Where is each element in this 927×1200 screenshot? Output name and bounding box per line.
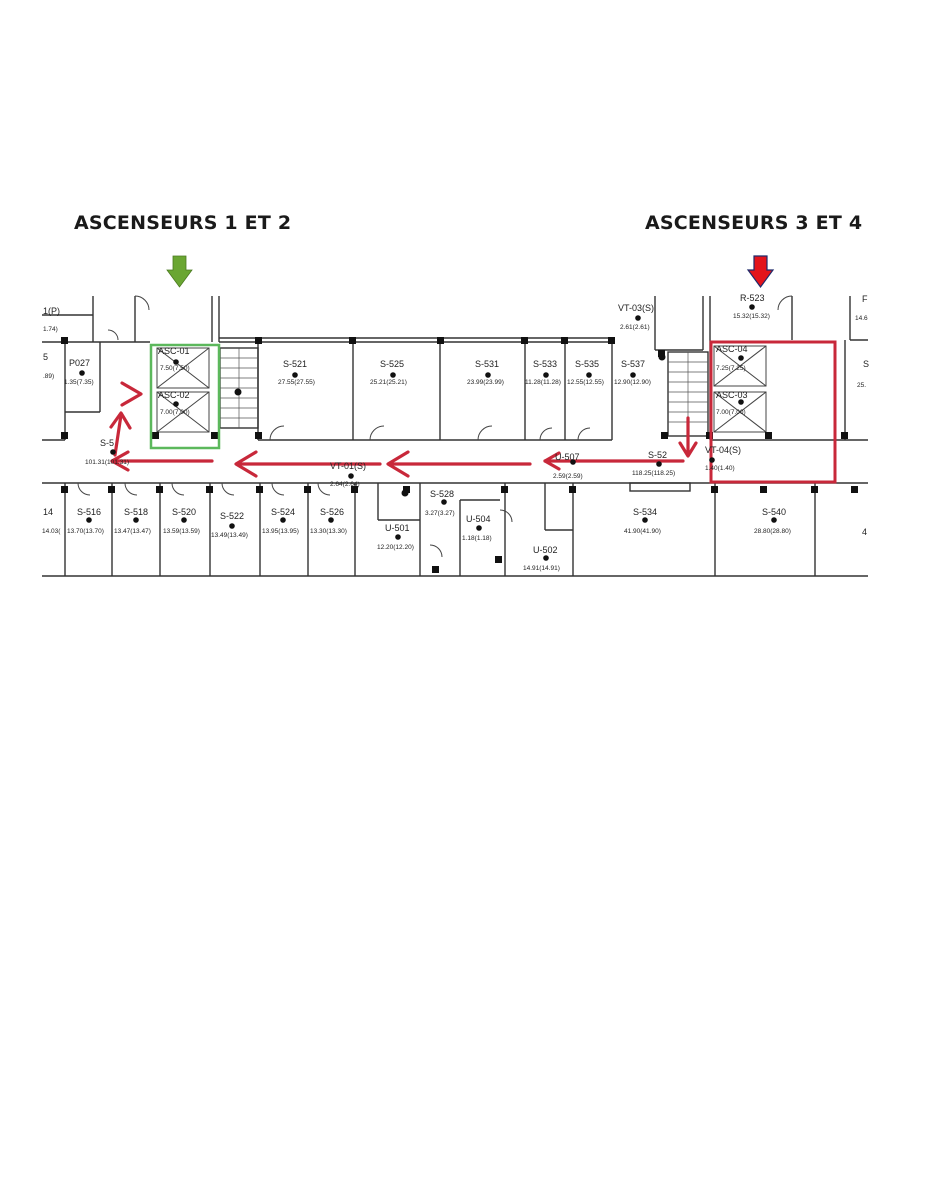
header-elevators-1-2: ASCENSEURS 1 ET 2	[74, 212, 292, 234]
room-name: S-520	[172, 507, 196, 517]
room-name: S-522	[220, 511, 244, 521]
room-area: 14.6	[855, 315, 868, 322]
elevator-shafts	[156, 345, 767, 433]
room-area: 13.70(13.70)	[67, 528, 104, 535]
columns	[61, 337, 858, 573]
room-area: 13.59(13.59)	[163, 528, 200, 535]
room-name: S-525	[380, 359, 404, 369]
room-area: 1.40(1.40)	[705, 465, 735, 472]
room-name: 1(P)	[43, 306, 60, 316]
room-name: S-516	[77, 507, 101, 517]
room-name: 4	[862, 527, 867, 537]
room-name: 14	[43, 507, 53, 517]
room-area: 14.03(	[42, 528, 61, 535]
walls	[42, 296, 868, 577]
room-name: ASC-03	[716, 390, 748, 400]
room-name: S-535	[575, 359, 599, 369]
header-elevators-3-4: ASCENSEURS 3 ET 4	[645, 212, 863, 234]
room-area: 7.25(7.25)	[716, 365, 746, 372]
room-name: VT-03(S)	[618, 303, 654, 313]
room-area: 101.31(101.31)	[85, 459, 129, 466]
room-name: U-501	[385, 523, 410, 533]
room-area: 7.00(7.00)	[160, 409, 190, 416]
room-area: 1.35(7.35)	[64, 379, 94, 386]
elevators-3-4-highlight	[709, 340, 837, 484]
evacuation-route	[109, 381, 698, 478]
room-name: S-5	[100, 438, 114, 448]
room-area: 15.32(15.32)	[733, 313, 770, 320]
room-name: P027	[69, 358, 90, 368]
elevators-1-2-highlight	[149, 343, 221, 450]
red-down-arrow-icon	[746, 255, 775, 289]
room-name: S-524	[271, 507, 295, 517]
room-name: U-502	[533, 545, 558, 555]
room-name: S	[863, 359, 869, 369]
room-area: 118.25(118.25)	[632, 470, 675, 477]
room-area: 7.00(7.00)	[716, 409, 746, 416]
room-area: 23.99(23.99)	[467, 379, 504, 386]
green-down-arrow-icon	[166, 255, 193, 288]
room-area: 28.80(28.80)	[754, 528, 791, 535]
room-area: 41.90(41.90)	[624, 528, 661, 535]
room-area: 13.49(13.49)	[211, 532, 248, 539]
room-name: ASC-01	[158, 346, 190, 356]
room-name: S-534	[633, 507, 657, 517]
room-name: ASC-04	[716, 344, 748, 354]
room-area: 25.21(25.21)	[370, 379, 407, 386]
room-name: VT-01(S)	[330, 461, 366, 471]
room-area: 2.64(2.64)	[330, 481, 360, 488]
room-area: 14.91(14.91)	[523, 565, 560, 572]
room-markers	[79, 304, 777, 561]
room-name: ASC-02	[158, 390, 190, 400]
room-area: 11.28(11.28)	[525, 379, 561, 386]
room-area: 13.95(13.95)	[262, 528, 299, 535]
room-name: U-507	[555, 452, 580, 462]
room-area: 13.47(13.47)	[114, 528, 151, 535]
room-name: F	[862, 294, 868, 304]
room-area: 2.61(2.61)	[620, 324, 650, 331]
room-name: S-540	[762, 507, 786, 517]
room-name: R-523	[740, 293, 765, 303]
room-area: 1.18(1.18)	[462, 535, 492, 542]
room-name: S-533	[533, 359, 557, 369]
room-area: 13.30(13.30)	[310, 528, 347, 535]
door-arcs	[77, 295, 793, 558]
room-area: 12.20(12.20)	[377, 544, 414, 551]
room-name: VT-04(S)	[705, 445, 741, 455]
room-area: 7.50(7.50)	[160, 365, 190, 372]
room-area: .89)	[43, 373, 54, 380]
room-area: 12.55(12.55)	[567, 379, 604, 386]
room-area: 25.	[857, 382, 866, 389]
room-name: S-521	[283, 359, 307, 369]
room-area: 12.90(12.90)	[614, 379, 651, 386]
room-name: 5	[43, 352, 48, 362]
room-area: 2.59(2.59)	[553, 473, 583, 480]
room-area: 27.55(27.55)	[278, 379, 315, 386]
room-name: S-518	[124, 507, 148, 517]
room-name: U-504	[466, 514, 491, 524]
room-name: S-526	[320, 507, 344, 517]
room-name: S-528	[430, 489, 454, 499]
room-area: 1.74)	[43, 326, 58, 333]
room-area: 3.27(3.27)	[425, 510, 455, 517]
room-name: S-52	[648, 450, 667, 460]
room-name: S-531	[475, 359, 499, 369]
room-name: S-537	[621, 359, 645, 369]
room-labels: 1(P) 1.74) 5 .89) P027 1.35(7.35) ASC-01…	[42, 293, 869, 572]
